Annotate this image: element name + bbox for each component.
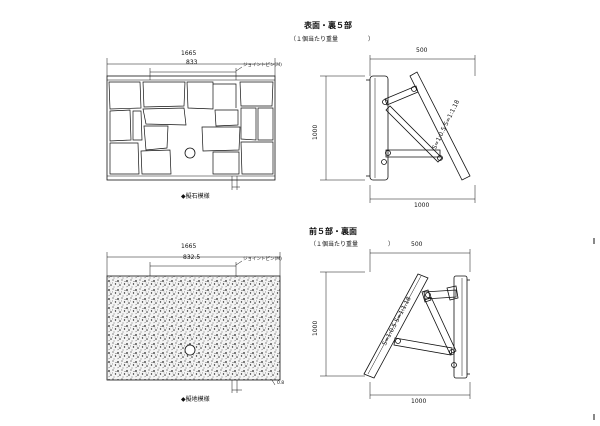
top-panel-section bbox=[369, 75, 389, 181]
bottom-side-dims bbox=[320, 249, 471, 399]
top-joint-label: ジョイントピン(M) bbox=[243, 63, 282, 68]
top-drain-hole bbox=[184, 147, 196, 159]
top-subtitle: （１個当たり重量 ） bbox=[290, 36, 375, 43]
bottom-small-note: 0.8 bbox=[277, 381, 285, 386]
bottom-inclined-panel bbox=[363, 273, 429, 379]
top-side-height-label: 1000 bbox=[312, 124, 319, 140]
top-inclined-strut bbox=[409, 71, 471, 181]
top-caption: ◆擬石模様 bbox=[181, 193, 210, 200]
top-half-label: 833 bbox=[186, 59, 198, 66]
bottom-drain-hole bbox=[184, 344, 196, 356]
top-width-dimension bbox=[106, 58, 276, 80]
bottom-brace-lower bbox=[393, 337, 453, 356]
bottom-vertical-panel bbox=[453, 275, 468, 379]
bottom-title: 前５部・裏面 bbox=[309, 227, 357, 236]
bottom-width-dimension bbox=[106, 252, 281, 276]
top-side-dims bbox=[320, 55, 476, 203]
top-front-view bbox=[106, 58, 276, 190]
bottom-side-width-label: 500 bbox=[411, 241, 423, 248]
bottom-caption: ◆擬地模様 bbox=[181, 396, 210, 403]
top-side-bottom-label: 1000 bbox=[414, 202, 430, 209]
top-title: 表面・裏５部 bbox=[304, 21, 352, 30]
top-width-label: 1665 bbox=[181, 50, 197, 57]
stone-panel-outline bbox=[106, 75, 276, 181]
bottom-side-bottom-label: 1000 bbox=[411, 398, 427, 405]
bottom-subtitle: （１個当たり重量 ） bbox=[310, 241, 395, 248]
bottom-joint-label: ジョイントピン(M) bbox=[243, 257, 282, 262]
top-brace-upper bbox=[384, 85, 419, 106]
bottom-side-view bbox=[320, 249, 471, 399]
top-side-view bbox=[320, 55, 476, 203]
bottom-width-label: 1665 bbox=[181, 243, 197, 250]
bottom-brace-diagonal bbox=[424, 296, 457, 355]
top-brace-diagonal bbox=[385, 105, 443, 163]
bottom-half-label: 832.5 bbox=[183, 254, 201, 261]
granular-panel-outline bbox=[106, 275, 281, 381]
top-side-width-label: 500 bbox=[416, 47, 428, 54]
bottom-side-height-label: 1000 bbox=[312, 320, 319, 336]
bottom-brace-upper bbox=[423, 289, 457, 300]
stone-pattern bbox=[108, 81, 274, 175]
bottom-front-view bbox=[106, 252, 281, 393]
